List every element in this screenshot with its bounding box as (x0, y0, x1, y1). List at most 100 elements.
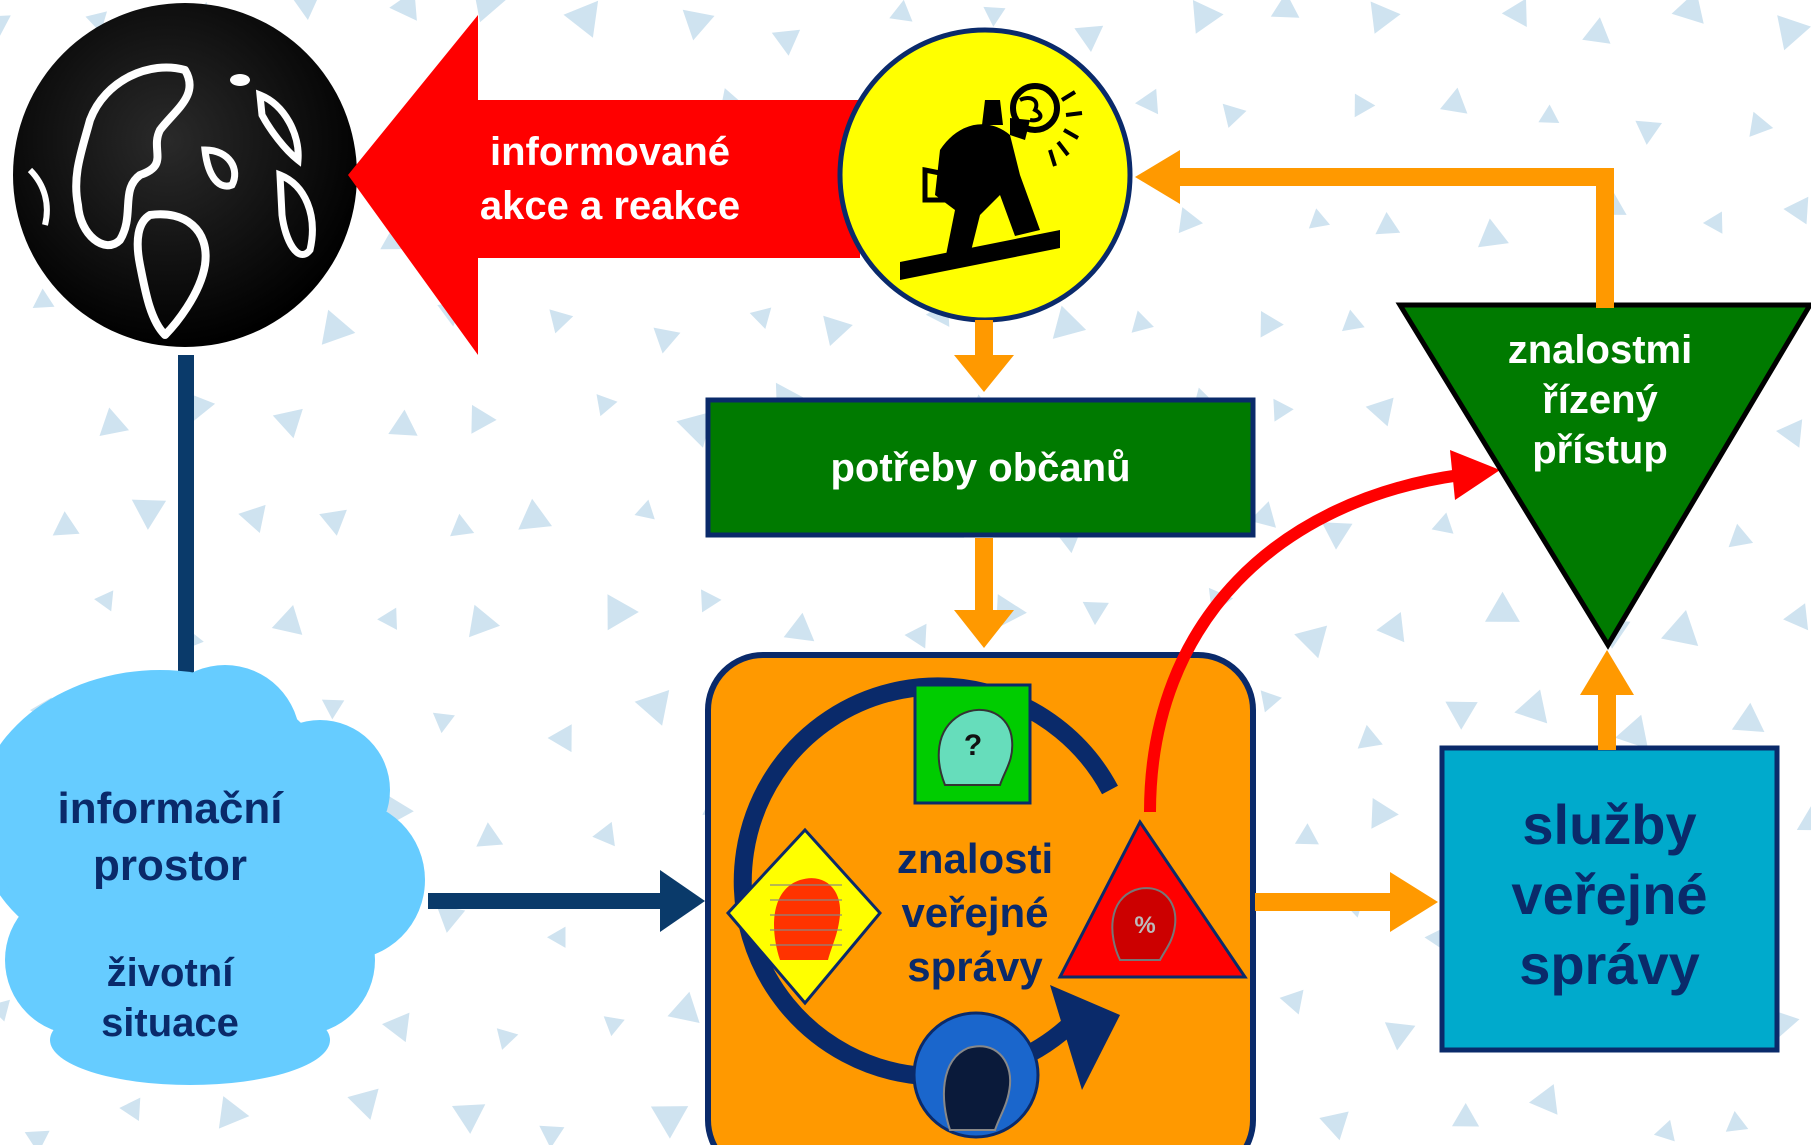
background-triangle (1725, 1111, 1749, 1132)
background-triangle (1074, 25, 1104, 52)
businessman-with-globe-icon (900, 83, 1083, 280)
background-triangle (539, 1125, 565, 1145)
background-triangle (1319, 1111, 1349, 1141)
background-triangle (389, 0, 417, 21)
flow-arrow-knowledge-to-services (1255, 872, 1438, 932)
background-triangle (1635, 120, 1662, 145)
background-triangle (1279, 989, 1304, 1015)
background-triangle (1783, 603, 1809, 631)
background-triangle (1357, 724, 1383, 749)
background-triangle (1485, 591, 1520, 622)
background-triangle (1478, 218, 1509, 248)
background-triangle (1260, 311, 1284, 338)
background-triangle (377, 607, 397, 630)
services-label-line3: správy (1519, 933, 1700, 996)
background-triangle (596, 394, 618, 417)
background-triangle (667, 991, 700, 1023)
background-triangle (1431, 512, 1454, 534)
flow-arrow-circle-to-needs (954, 320, 1014, 392)
action-label-line2: akce a reakce (479, 184, 741, 228)
background-triangle (0, 15, 11, 36)
background-triangle (547, 724, 572, 753)
knowledge-label-line3: správy (907, 942, 1043, 990)
flow-arrow-needs-to-knowledge (954, 538, 1014, 648)
knowledge-box (705, 652, 1256, 1145)
background-triangle (676, 411, 713, 448)
background-triangle (347, 1088, 379, 1120)
flow-arrow-knowledge-to-access (1144, 450, 1500, 813)
background-triangle (563, 0, 599, 38)
background-triangle (1321, 522, 1353, 550)
action-arrow-label: informované akce a reakce (430, 125, 790, 233)
background-triangle (650, 1106, 689, 1139)
background-triangle (904, 623, 927, 649)
background-triangle (1342, 309, 1365, 332)
background-triangle (1260, 690, 1282, 713)
background-triangle (1308, 208, 1330, 229)
background-triangle (1294, 625, 1328, 659)
background-triangle (94, 590, 114, 612)
background-triangle (238, 504, 266, 533)
background-triangle (1615, 714, 1648, 749)
background-triangle (749, 307, 772, 329)
background-triangle (1783, 196, 1809, 225)
background-triangle (119, 1097, 141, 1121)
needs-box (705, 397, 1256, 538)
question-head-icon: ? (913, 683, 1032, 805)
background-triangle (1052, 305, 1087, 339)
percent-head-symbol: % (1134, 912, 1155, 939)
background-triangle (1514, 689, 1548, 724)
background-triangle (653, 327, 681, 354)
background-triangle (188, 393, 216, 422)
background-triangle (1384, 1022, 1416, 1051)
info-space-cloud (0, 665, 425, 1085)
background-triangle (603, 1016, 625, 1037)
info-cloud-label: informační prostor (0, 780, 340, 894)
background-triangle (321, 309, 356, 345)
access-label-line3: přístup (1532, 428, 1668, 472)
background-triangle (1192, 0, 1224, 34)
services-box (1439, 745, 1780, 1053)
background-triangle (1529, 1084, 1558, 1115)
background-triangle (293, 0, 318, 20)
background-triangle (32, 288, 55, 308)
knowledge-label-line1: znalosti (896, 835, 1054, 882)
flow-arrow-cloud-to-knowledge (428, 870, 705, 932)
background-triangle (1452, 1103, 1480, 1127)
background-triangle (131, 499, 167, 530)
access-triangle-label: znalostmi řízený přístup (1450, 325, 1750, 475)
background-triangle (1777, 15, 1811, 51)
background-triangle (1796, 806, 1811, 831)
services-label-line1: služby (1522, 793, 1697, 856)
background-triangle (469, 604, 500, 638)
cloud-label-line2: prostor (93, 841, 247, 891)
background-triangle (1370, 1, 1401, 34)
background-triangle (634, 690, 670, 726)
background-triangle (0, 999, 10, 1022)
background-triangle (1731, 702, 1765, 732)
knowledge-box-label: znalosti veřejné správy (860, 832, 1090, 993)
background-triangle (436, 905, 466, 933)
background-triangle (319, 509, 347, 536)
background-triangle (1375, 212, 1401, 235)
background-triangle (1178, 207, 1203, 234)
background-triangle (1135, 88, 1159, 115)
background-triangle (549, 309, 574, 334)
background-triangle (450, 513, 475, 537)
background-triangle (1445, 701, 1478, 730)
background-triangle (1440, 87, 1468, 114)
background-triangle (1371, 798, 1399, 829)
background-triangle (607, 594, 639, 631)
background-triangle (471, 404, 497, 434)
life-situation-label: životní situace (0, 948, 340, 1048)
background-triangle (388, 409, 418, 436)
flow-arrow-access-to-circle (1135, 150, 1614, 308)
background-triangle (592, 821, 615, 847)
background-triangle (701, 589, 722, 613)
background-triangle (432, 712, 455, 734)
idea-head-icon (725, 827, 882, 1006)
background-triangle (771, 29, 801, 56)
background-triangle (52, 511, 80, 536)
background-triangle (1582, 17, 1611, 44)
